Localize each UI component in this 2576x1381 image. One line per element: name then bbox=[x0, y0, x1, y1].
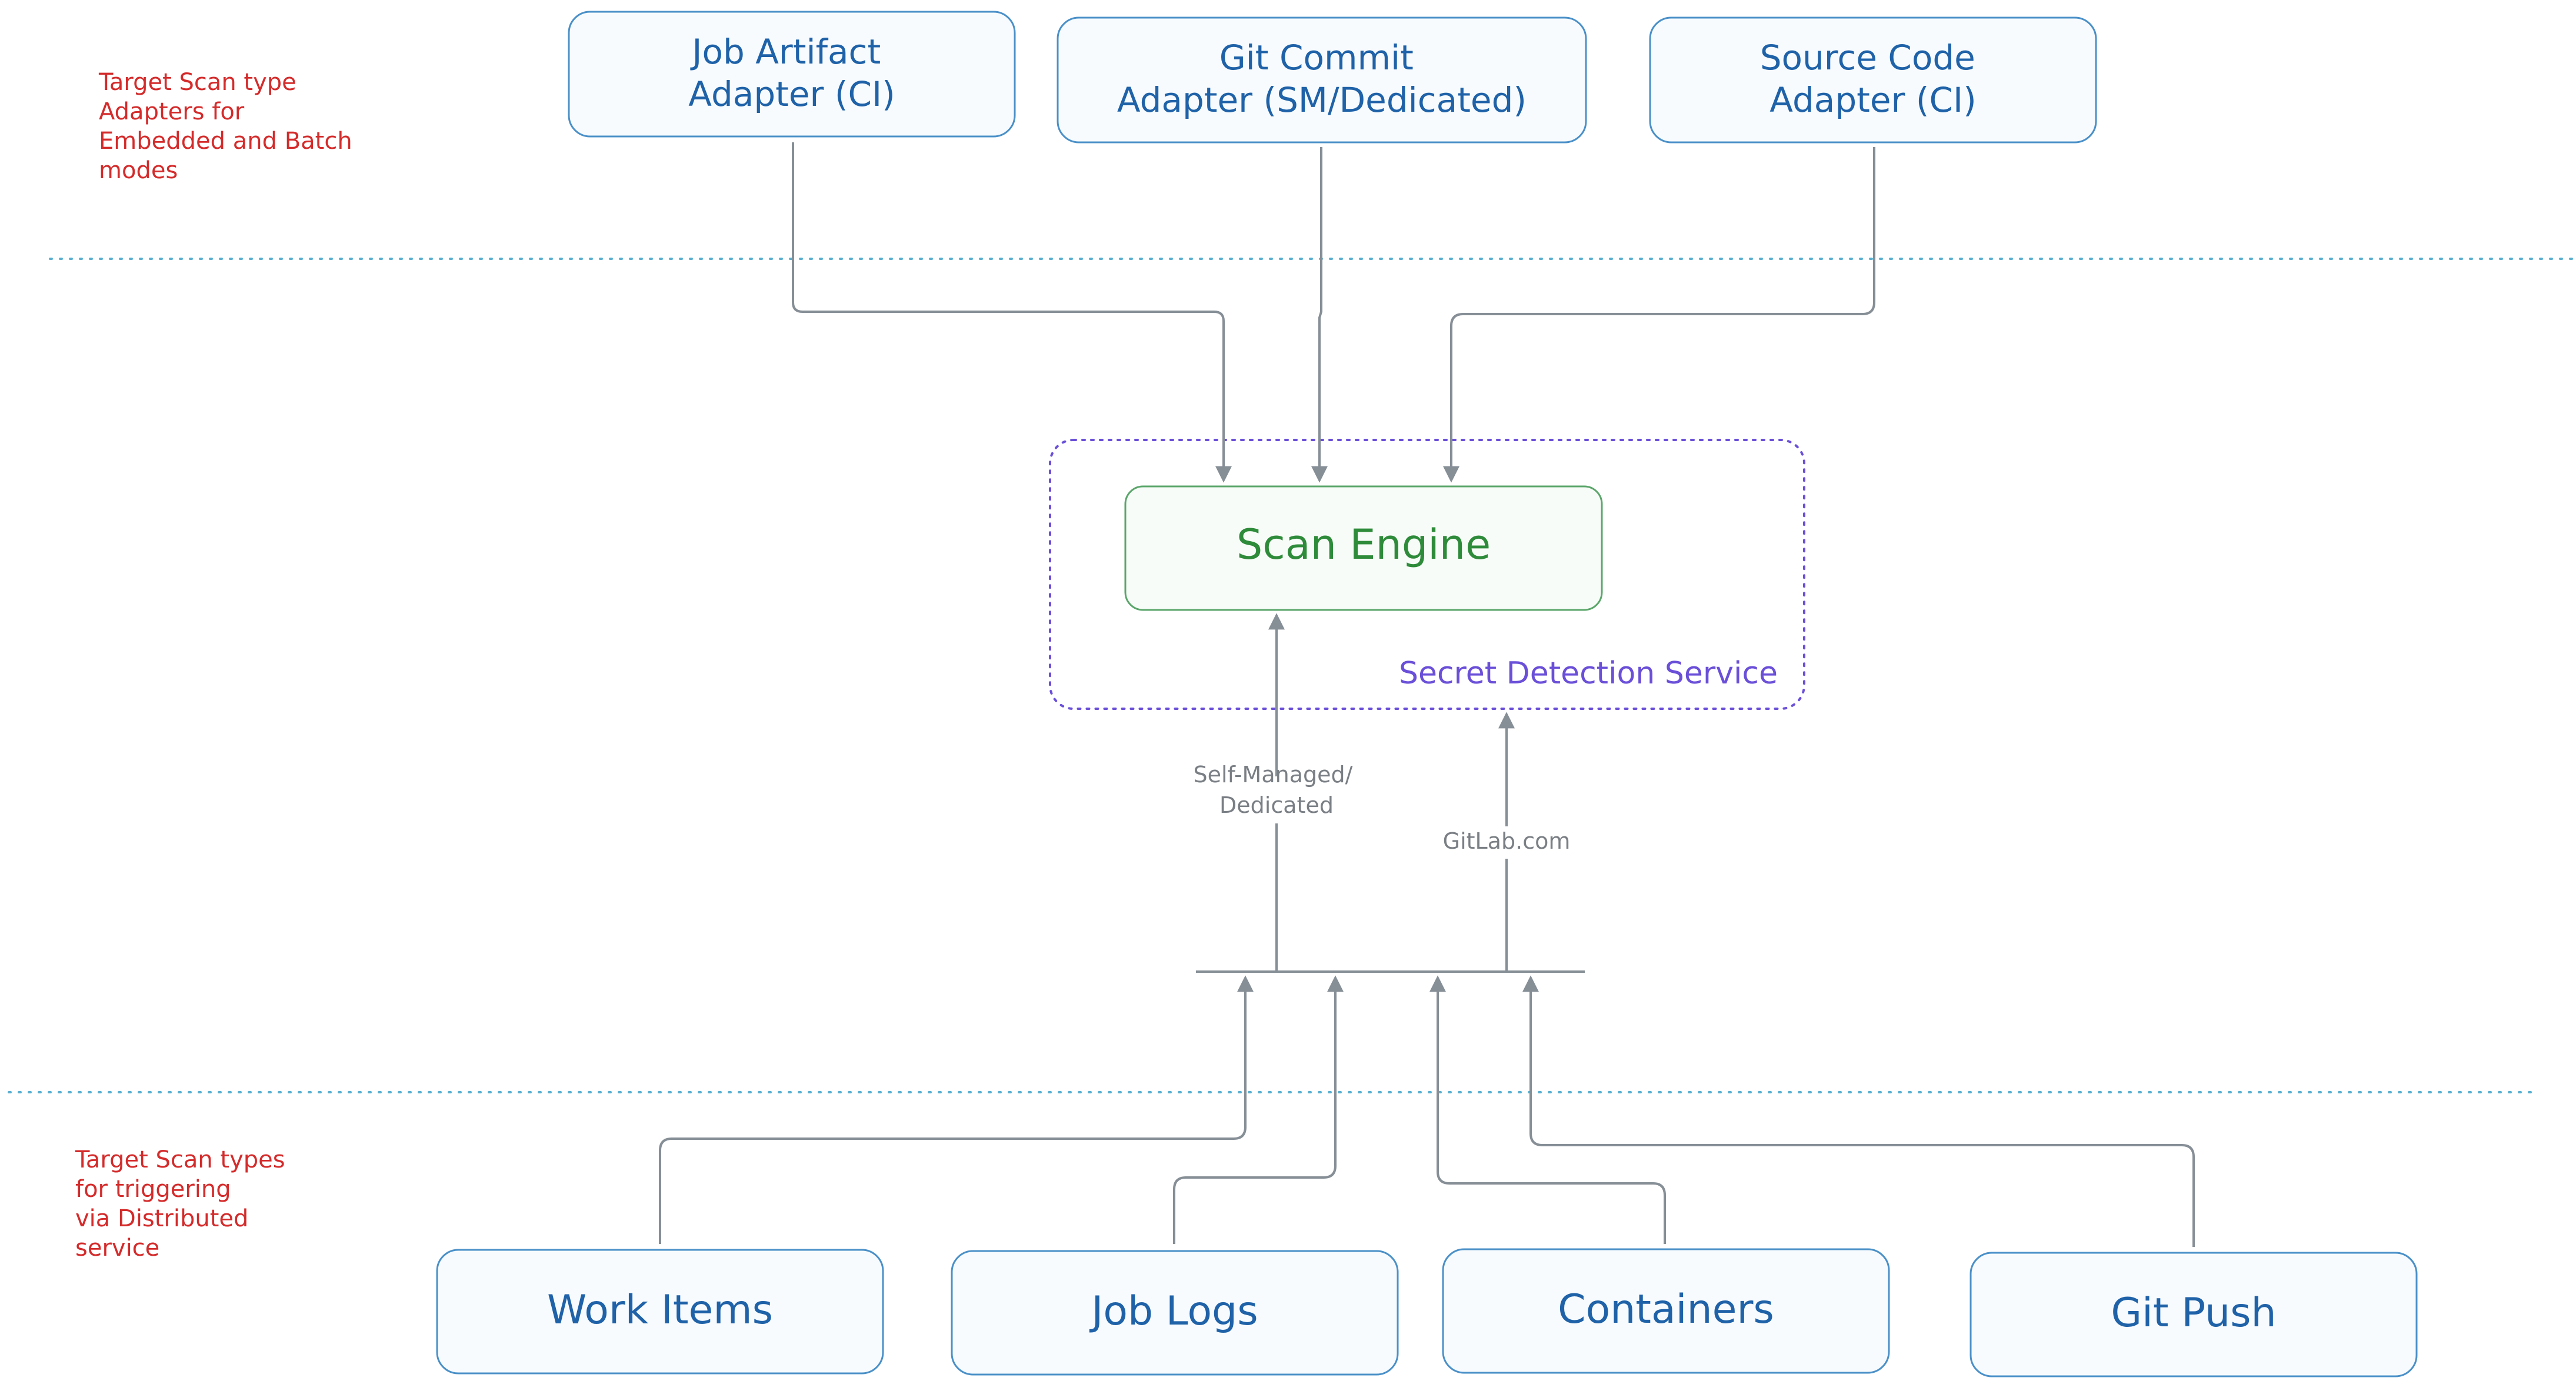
containers-node: Containers bbox=[1442, 1248, 1890, 1374]
work-items-node: Work Items bbox=[436, 1249, 884, 1375]
arrow-containers-to-bus bbox=[1429, 975, 1666, 1244]
source-code-adapter-node: Source Code Adapter (CI) bbox=[1649, 16, 2097, 144]
git-commit-adapter-label-line2: Adapter (SM/Dedicated) bbox=[1117, 80, 1527, 120]
git-push-label: Git Push bbox=[2111, 1290, 2276, 1336]
containers-label: Containers bbox=[1558, 1286, 1774, 1333]
gitlab-com-edge-label: GitLab.com bbox=[1443, 828, 1571, 854]
bottom-note: Target Scan types for triggering via Dis… bbox=[75, 1146, 292, 1262]
job-logs-label: Job Logs bbox=[1089, 1288, 1258, 1335]
arrow-git-push-to-bus bbox=[1522, 975, 2195, 1247]
job-artifact-adapter-label-line2: Adapter (CI) bbox=[688, 74, 895, 114]
source-code-adapter-label-line1: Source Code bbox=[1760, 38, 1975, 78]
arrow-source-code-to-engine bbox=[1443, 147, 1875, 483]
svg-text:Source Code Adapter (CI): Source Code Adapter (CI) bbox=[1760, 38, 1987, 120]
source-code-adapter-label-line2: Adapter (CI) bbox=[1769, 80, 1976, 120]
job-artifact-adapter-label-line1: Job Artifact bbox=[690, 32, 881, 72]
top-note: Target Scan type Adapters for Embedded a… bbox=[98, 69, 359, 184]
secret-detection-service-label: Secret Detection Service bbox=[1399, 656, 1778, 691]
git-push-node: Git Push bbox=[1970, 1252, 2418, 1377]
scan-engine-node: Scan Engine bbox=[1124, 485, 1603, 611]
git-commit-adapter-node: Git Commit Adapter (SM/Dedicated) bbox=[1057, 16, 1587, 144]
work-items-label: Work Items bbox=[547, 1287, 773, 1333]
svg-text:Git Commit Adapter (SM/D: Git Commit Adapter (SM/Dedicated) bbox=[1117, 38, 1527, 120]
job-artifact-adapter-node: Job Artifact Adapter (CI) bbox=[568, 11, 1016, 138]
git-commit-adapter-label-line1: Git Commit bbox=[1219, 38, 1414, 78]
svg-text:Job Artifact Adapter (CI: Job Artifact Adapter (CI) bbox=[688, 32, 895, 114]
self-managed-edge-label: Self-Managed/ Dedicated bbox=[1193, 762, 1359, 818]
arrow-git-commit-to-engine bbox=[1311, 147, 1328, 483]
arrow-work-items-to-bus bbox=[659, 975, 1254, 1244]
arrow-job-artifact-to-engine bbox=[792, 142, 1232, 483]
scan-engine-label: Scan Engine bbox=[1237, 521, 1491, 569]
job-logs-node: Job Logs bbox=[951, 1250, 1399, 1376]
arrow-job-logs-to-bus bbox=[1173, 975, 1344, 1244]
secret-detection-service-boundary bbox=[1049, 439, 1805, 710]
